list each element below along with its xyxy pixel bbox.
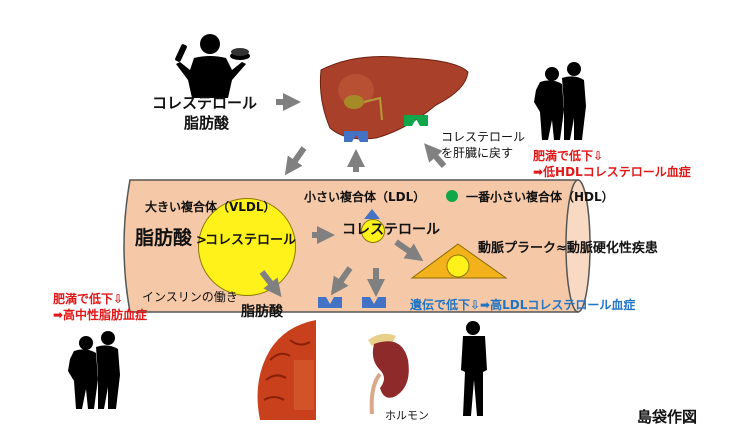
ldl-condition: 遺伝で低下⇩➡高LDLコレステロール血症	[410, 298, 636, 312]
ldl-content-cholesterol: コレステロール	[342, 222, 440, 238]
insulin-label: インスリンの働き	[142, 290, 238, 304]
obese-couple-silhouette-bottom-icon	[68, 331, 120, 409]
hormone-label: ホルモン	[385, 409, 429, 422]
author-credit: 島袋作図	[637, 408, 698, 426]
hdl-condition-line1: 肥満で低下⇩	[533, 149, 604, 163]
tg-condition-line1: 肥満で低下⇩	[53, 292, 124, 306]
diet-cholesterol-label: コレステロール	[152, 94, 258, 112]
vldl-content-cholesterol: コレステロール	[205, 233, 297, 248]
person-eating-icon	[175, 34, 250, 98]
ldl-particle	[361, 219, 385, 243]
hdl-condition-line2: ➡低HDLコレステロール血症	[533, 165, 691, 179]
man-silhouette-icon	[461, 321, 487, 416]
muscle-image	[257, 320, 316, 420]
ldl-receptor-liver-icon	[344, 131, 368, 142]
vldl-label: 大きい複合体（VLDL）	[145, 200, 276, 214]
return-cholesterol-label-2: を肝臓に戻す	[441, 146, 514, 160]
vldl-content-separator: >	[196, 233, 207, 248]
hdl-dot-icon	[446, 190, 458, 202]
ldl-apoprotein-icon	[364, 209, 380, 219]
hdl-label: 一番小さい複合体（HDL）	[466, 190, 614, 204]
muscle-fatty-acid-label: 脂肪酸	[241, 304, 283, 320]
tg-condition-line2: ➡高中性脂肪血症	[53, 308, 148, 322]
obese-couple-silhouette-icon	[534, 62, 586, 140]
ldl-label: 小さい複合体（LDL）	[304, 190, 426, 204]
return-cholesterol-label-1: コレステロール	[441, 130, 526, 144]
plaque-icon	[410, 243, 508, 279]
diet-fatty-acid-label: 脂肪酸	[184, 114, 230, 132]
plaque-label: 動脈プラーク≈動脈硬化性疾患	[478, 241, 658, 256]
vldl-content-fatty-acid: 脂肪酸	[135, 227, 193, 249]
ldl-receptor-kidney-icon	[362, 297, 386, 308]
ldl-receptor-muscle-icon	[318, 297, 342, 308]
hdl-receptor-liver-icon	[404, 115, 428, 126]
liver-image	[319, 56, 469, 140]
kidney-image	[368, 333, 409, 415]
